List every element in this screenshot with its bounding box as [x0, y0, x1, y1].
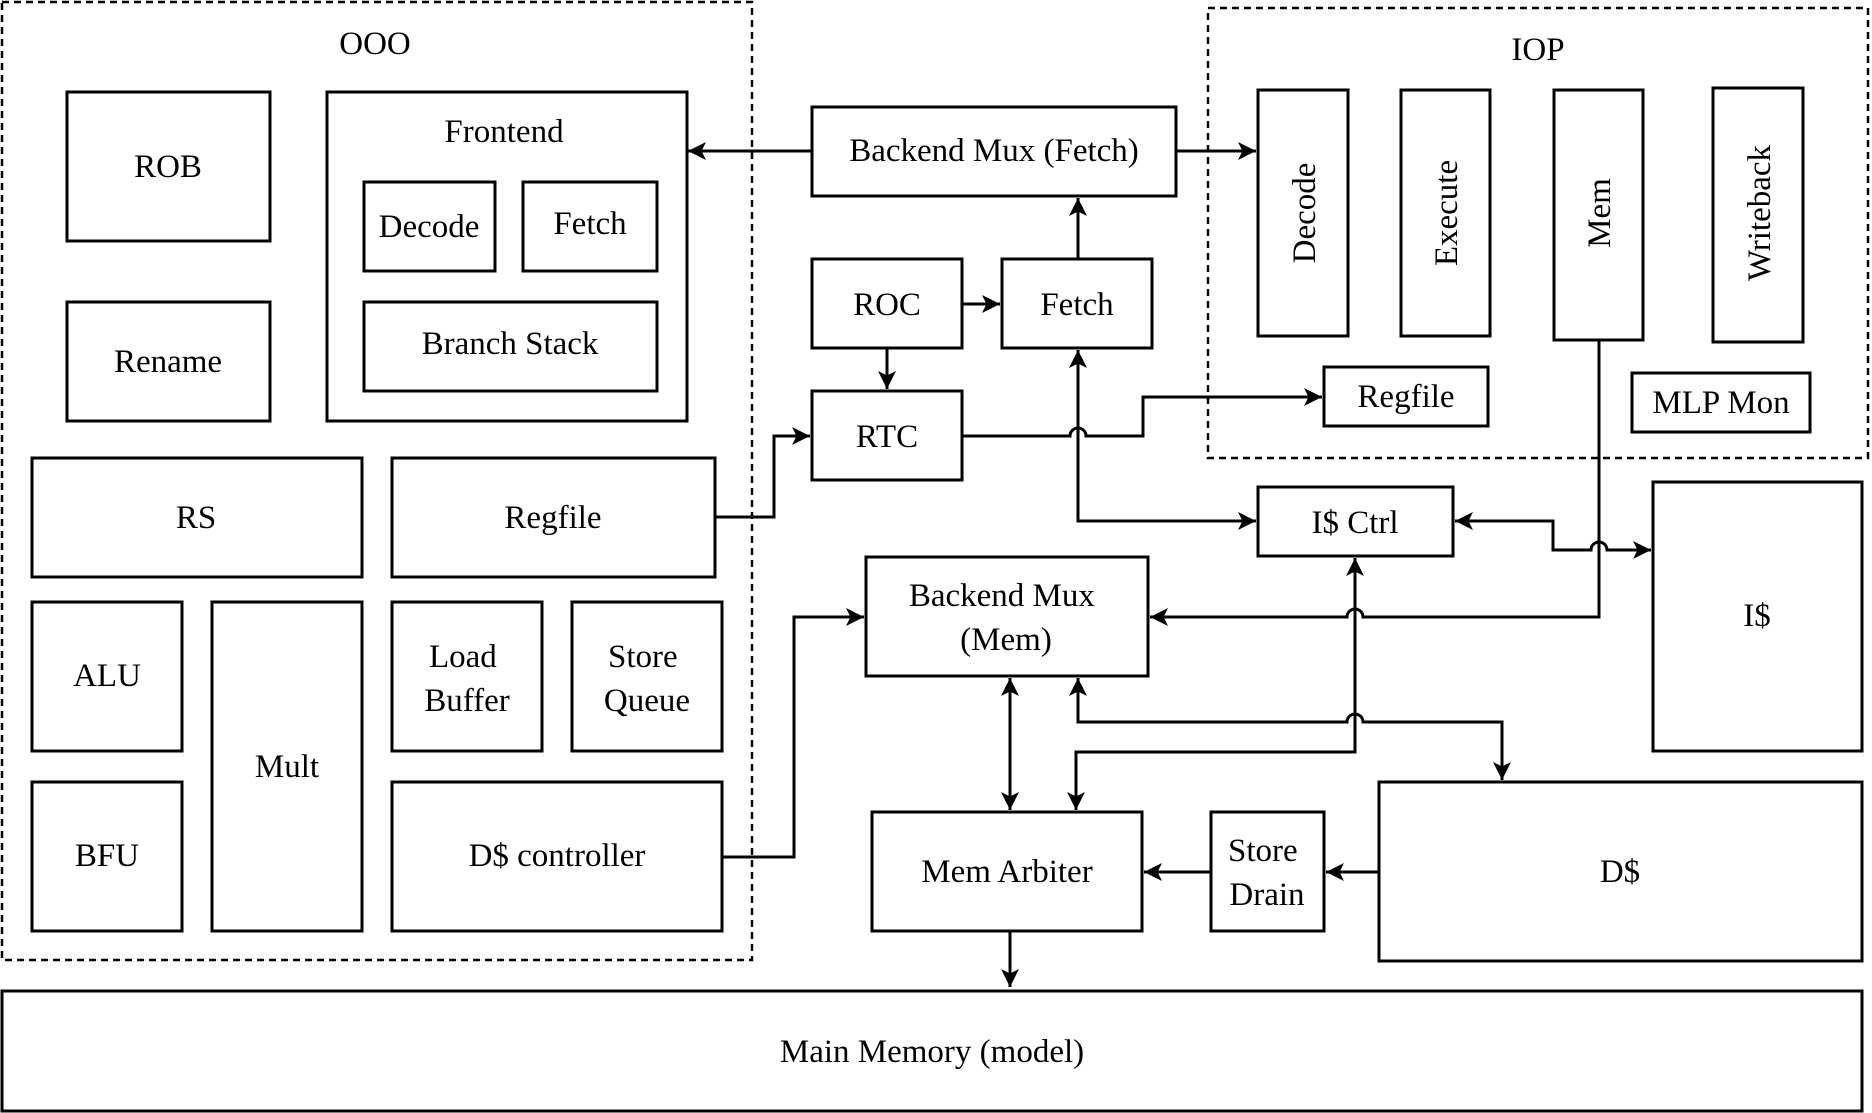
dcache-controller-label: D$ controller	[469, 838, 646, 874]
rs-label: RS	[176, 500, 216, 536]
mlp-mon-block: MLP Mon	[1630, 371, 1812, 434]
dcache-controller-block: D$ controller	[390, 780, 724, 933]
center-fetch-label: Fetch	[1040, 287, 1114, 323]
alu-block: ALU	[30, 600, 184, 753]
iop-group-label: IOP	[1511, 32, 1564, 68]
rob-label: ROB	[134, 149, 202, 185]
frontend-decode-label: Decode	[379, 209, 480, 245]
store-queue-label: Store Queue	[604, 639, 690, 719]
bfu-block: BFU	[30, 780, 184, 933]
arrow-rtc-to-iop-regfile	[962, 388, 1322, 438]
frontend-decode-block	[362, 180, 497, 273]
mem-arbiter-label: Mem Arbiter	[921, 854, 1092, 890]
iop-decode-label: Decode	[1287, 163, 1323, 264]
arrow-icache-ctrl-icache	[1455, 512, 1651, 559]
iop-writeback-label: Writeback	[1742, 144, 1778, 281]
roc-block: ROC	[810, 257, 964, 350]
main-memory-block: Main Memory (model)	[0, 989, 1864, 1113]
frontend-title: Frontend	[444, 114, 564, 150]
ooo-regfile-label: Regfile	[504, 500, 601, 536]
arrow-mux-mem-dcache	[1069, 678, 1511, 780]
icache-ctrl-label: I$ Ctrl	[1311, 505, 1398, 541]
rename-block: Rename	[65, 300, 272, 423]
iop-writeback-block: Writeback	[1711, 86, 1805, 344]
iop-mem-block: Mem	[1552, 88, 1645, 342]
center-fetch-block: Fetch	[1000, 257, 1154, 350]
backend-mux-fetch-label: Backend Mux (Fetch)	[849, 133, 1139, 169]
rtc-label: RTC	[856, 419, 918, 455]
main-memory-label: Main Memory (model)	[780, 1034, 1084, 1070]
icache-ctrl-block: I$ Ctrl	[1256, 485, 1455, 558]
rs-block: RS	[30, 456, 364, 579]
icache-label: I$	[1743, 598, 1771, 634]
arrow-fetch-icache-ctrl	[1069, 350, 1256, 530]
mlp-mon-label: MLP Mon	[1652, 385, 1789, 421]
store-drain-label: Store Drain	[1228, 833, 1306, 913]
backend-mux-fetch-block: Backend Mux (Fetch)	[810, 105, 1178, 198]
rename-label: Rename	[114, 344, 222, 380]
mult-block: Mult	[210, 600, 364, 933]
frontend-block: Frontend Decode Fetch Branch Stack	[325, 90, 689, 423]
store-queue-block: Store Queue	[570, 600, 724, 753]
frontend-fetch-label: Fetch	[553, 206, 627, 242]
load-buffer-label: Load Buffer	[424, 639, 510, 719]
iop-execute-block: Execute	[1399, 88, 1492, 338]
bfu-label: BFU	[75, 838, 139, 874]
iop-group	[1206, 6, 1870, 460]
dcache-label: D$	[1600, 854, 1640, 890]
ooo-group	[0, 0, 754, 962]
backend-mux-mem-label: Backend Mux (Mem)	[909, 578, 1103, 658]
backend-mux-mem-block: Backend Mux (Mem)	[864, 555, 1150, 678]
iop-execute-label: Execute	[1429, 160, 1465, 266]
arrow-icache-ctrl-to-mem-arbiter	[1067, 558, 1364, 810]
iop-regfile-block: Regfile	[1322, 365, 1490, 428]
mem-arbiter-block: Mem Arbiter	[870, 810, 1144, 933]
branch-stack-block	[362, 300, 659, 393]
arrow-dcache-ctrl-to-mux-mem	[722, 608, 864, 859]
icache-block: I$	[1651, 480, 1864, 753]
store-drain-block: Store Drain	[1209, 810, 1326, 933]
load-buffer-block: Load Buffer	[390, 600, 544, 753]
ooo-group-label: OOO	[339, 26, 411, 62]
ooo-regfile-block: Regfile	[390, 456, 717, 579]
connections	[688, 142, 1651, 987]
iop-decode-block: Decode	[1256, 88, 1350, 338]
frontend-fetch-block	[521, 180, 659, 273]
roc-label: ROC	[853, 287, 921, 323]
dcache-block: D$	[1377, 780, 1864, 963]
rob-block: ROB	[65, 90, 272, 243]
branch-stack-label: Branch Stack	[422, 326, 599, 362]
alu-label: ALU	[73, 658, 141, 694]
arrow-regfile-to-rtc	[715, 427, 810, 519]
mult-label: Mult	[255, 749, 319, 785]
iop-regfile-label: Regfile	[1357, 379, 1454, 415]
rtc-block: RTC	[810, 389, 964, 482]
iop-mem-label: Mem	[1582, 178, 1618, 248]
